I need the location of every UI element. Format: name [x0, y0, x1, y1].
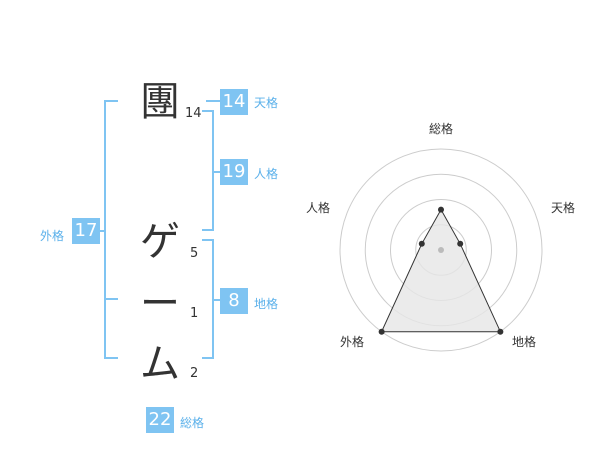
radar-point-3	[378, 328, 385, 335]
radar-point-0	[438, 206, 444, 213]
chikaku-label: 地格	[254, 297, 279, 311]
gaikaku-value: 17	[72, 218, 100, 244]
name-char-3: ー	[140, 281, 180, 327]
radar-axis-label-jinkaku: 人格	[306, 200, 330, 215]
gaikaku-connector	[98, 230, 106, 232]
stroke-count-4: 2	[190, 366, 199, 381]
stroke-count-1: 14	[185, 106, 202, 121]
jinkaku-value: 19	[220, 159, 248, 185]
name-char-1: 團	[140, 79, 180, 125]
gaikaku-bracket-top	[104, 100, 118, 102]
tenkaku-label: 天格	[254, 96, 279, 110]
soukaku-value: 22	[146, 407, 174, 433]
gaikaku-label: 外格	[40, 229, 65, 243]
radar-center-dot	[438, 247, 444, 253]
radar-axis-label-chikaku: 地格	[512, 334, 536, 349]
jinkaku-connector	[212, 171, 220, 173]
chikaku-value: 8	[220, 288, 248, 314]
radar-point-1	[457, 240, 464, 247]
name-char-2: ゲ	[140, 219, 180, 265]
radar-axis-label-gaikaku: 外格	[340, 334, 364, 349]
gaikaku-bracket-vertical	[104, 100, 106, 359]
jinkaku-bracket-bottom	[202, 229, 214, 231]
stroke-count-2: 5	[190, 246, 199, 261]
jinkaku-bracket-top	[202, 110, 214, 112]
radar-axis-label-soukaku: 総格	[429, 121, 453, 136]
gaikaku-bracket-bottom	[104, 357, 118, 359]
radar-point-4	[418, 240, 425, 247]
tenkaku-value: 14	[220, 89, 248, 115]
jinkaku-bracket-vertical	[212, 110, 214, 231]
chikaku-bracket-bottom	[202, 357, 214, 359]
chikaku-connector	[212, 299, 220, 301]
radar-ring	[339, 148, 543, 352]
gaikaku-bracket-mid	[104, 298, 118, 300]
tenkaku-bracket	[206, 100, 220, 102]
radar-axis-label-tenkaku: 天格	[551, 200, 575, 215]
soukaku-label: 総格	[180, 416, 205, 430]
stroke-count-3: 1	[190, 306, 199, 321]
chikaku-bracket-top	[202, 239, 214, 241]
name-char-4: ム	[140, 341, 180, 387]
radar-polygon	[380, 208, 502, 333]
radar-point-2	[497, 328, 504, 335]
jinkaku-label: 人格	[254, 167, 279, 181]
